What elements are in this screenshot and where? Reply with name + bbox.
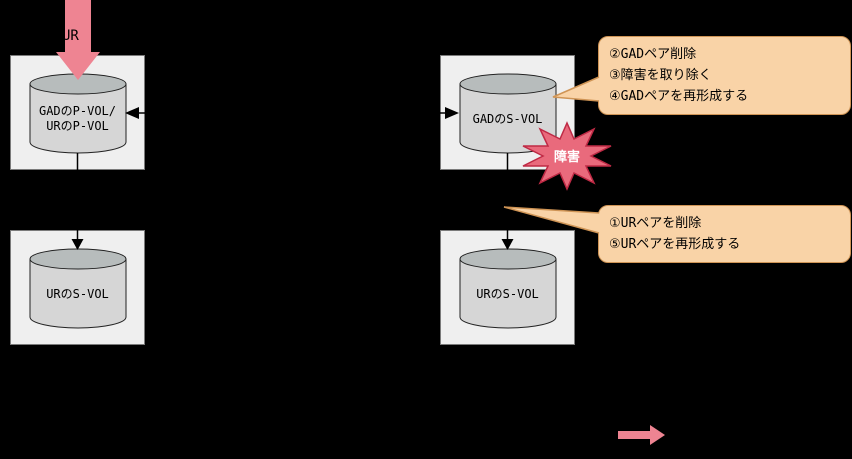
ur-copy-arrowhead-right-icon xyxy=(501,239,514,250)
callout-gad-line2: ③障害を取り除く xyxy=(609,68,712,83)
write-flow-arrow-icon xyxy=(56,0,100,80)
gad-svol-label-line1: GADのS-VOL xyxy=(472,111,543,126)
failure-label: 障害 xyxy=(554,149,580,165)
callout-ur-tail-edge xyxy=(503,206,600,234)
callout-gad-line1: ②GADペア削除 xyxy=(609,47,697,62)
cylinder-icon xyxy=(459,248,557,329)
ur-svol-left-label: URのS-VOL xyxy=(15,265,140,323)
ur-copy-arrowhead-left-icon xyxy=(71,239,84,250)
ur-svol-left-label-line1: URのS-VOL xyxy=(46,286,109,301)
callout-gad-line3: ④GADペアを再形成する xyxy=(609,89,749,104)
callout-ur-recovery: ①URペアを削除 ⑤URペアを再形成する xyxy=(598,205,851,263)
primary-volume-label-line2: URのP-VOL xyxy=(46,119,109,133)
cylinder-top xyxy=(459,73,557,95)
primary-volume-label-line1: GADのP-VOL/ xyxy=(38,104,117,118)
callout-ur-line1: ①URペアを削除 xyxy=(609,216,702,231)
cylinder-icon xyxy=(29,248,127,329)
cylinder-body xyxy=(29,83,127,154)
cylinder-body xyxy=(29,258,127,329)
gad-svol-label: GADのS-VOL xyxy=(445,90,570,148)
primary-volume-label: GADのP-VOL/ URのP-VOL xyxy=(15,90,140,148)
cylinder-icon xyxy=(29,73,127,154)
gad-pair-arrowhead-right-icon xyxy=(445,107,459,119)
callout-ur-line2: ⑤URペアを再形成する xyxy=(609,237,741,252)
callout-gad-recovery: ②GADペア削除 ③障害を取り除く ④GADペアを再形成する xyxy=(598,36,851,115)
ur-svol-right-label-line1: URのS-VOL xyxy=(476,286,539,301)
callout-gad-tail xyxy=(553,77,599,101)
gad-pair-arrowhead-left-icon xyxy=(125,107,139,119)
ur-flow-label: UR xyxy=(62,28,79,44)
legend-arrow-icon xyxy=(618,425,665,445)
cylinder-body xyxy=(459,258,557,329)
cylinder-icon xyxy=(459,73,557,154)
failure-star-icon xyxy=(522,121,612,191)
callout-gad-tail-edge xyxy=(552,76,600,102)
ur-svol-right-label: URのS-VOL xyxy=(445,265,570,323)
